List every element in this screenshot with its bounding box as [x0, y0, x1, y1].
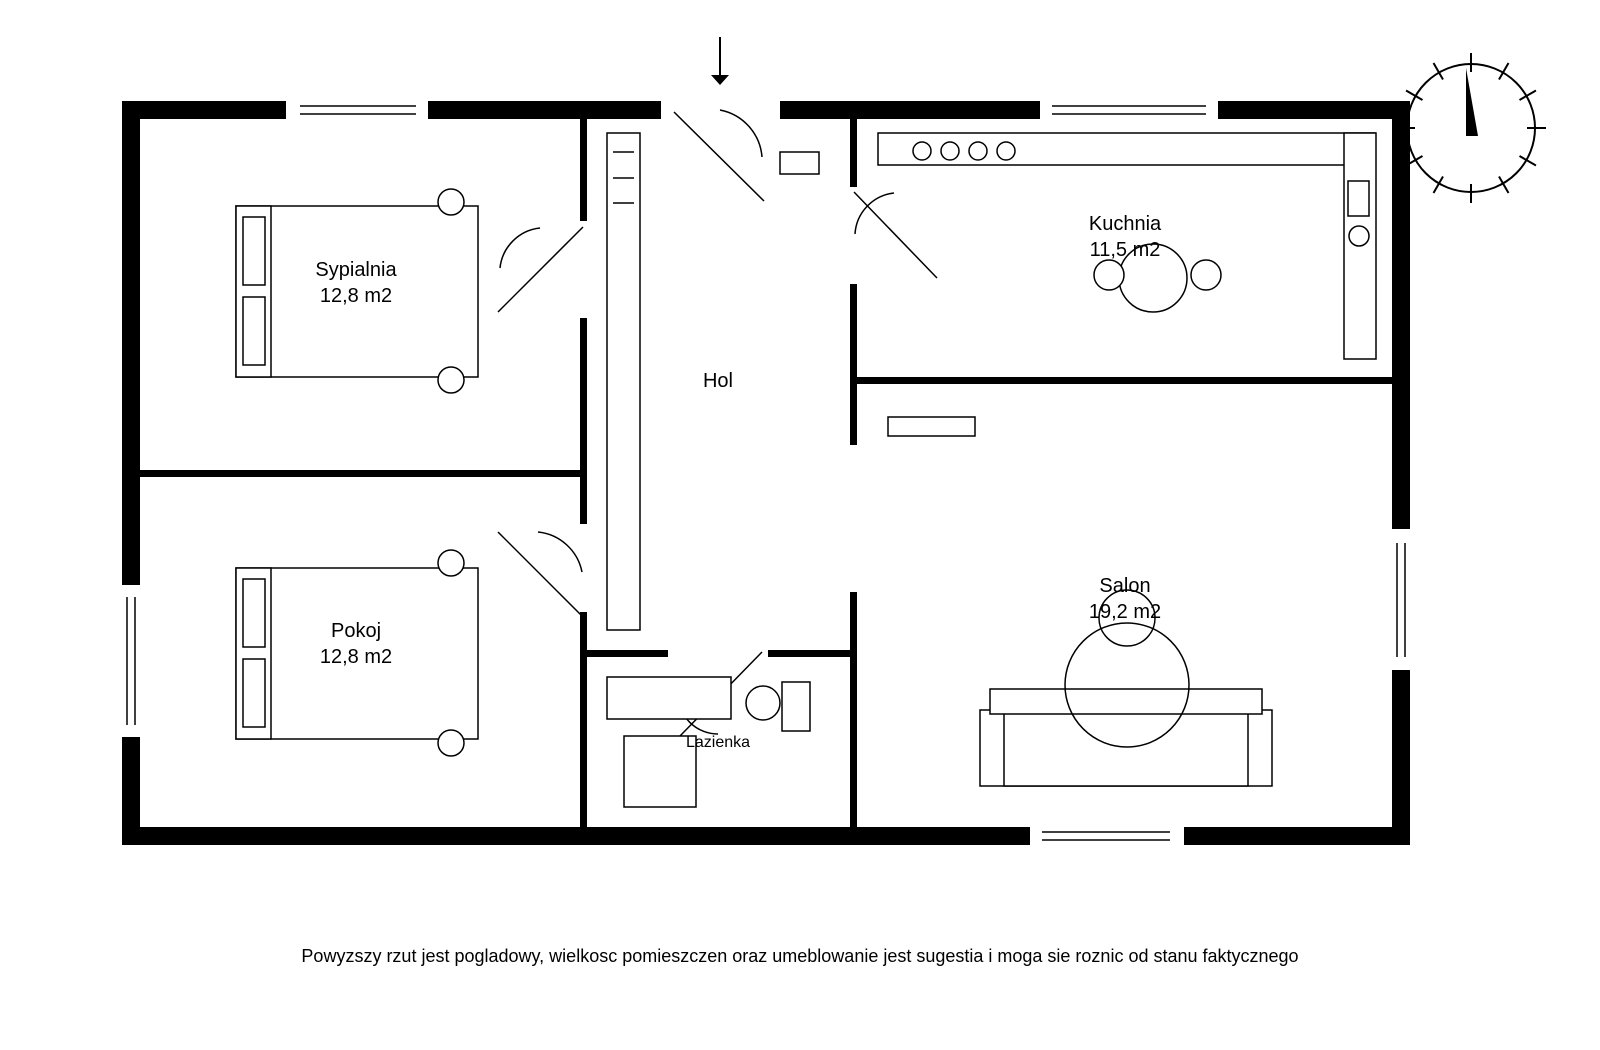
stove-burner [940, 141, 960, 161]
interior-walls [138, 119, 1396, 829]
room-name-kuchnia: Kuchnia [1089, 213, 1162, 235]
window-right [1396, 543, 1406, 657]
disclaimer-text: Powyzszy rzut jest pogladowy, wielkosc p… [301, 946, 1299, 966]
shower [623, 735, 697, 808]
compass-tick [1405, 155, 1424, 167]
room-area-kuchnia: 11,5 m2 [1090, 239, 1161, 261]
toilet [781, 681, 811, 732]
room-name-salon: Salon [1099, 575, 1150, 597]
furniture [235, 132, 1377, 808]
sink-drain [1348, 225, 1370, 247]
sypialnia-bed [235, 188, 479, 394]
compass-tick [1518, 155, 1537, 167]
hol-wardrobe [606, 132, 641, 631]
hol-cabinet [779, 151, 820, 175]
room-area-sypialnia: 12,8 m2 [320, 285, 392, 307]
sypialnia-door [497, 226, 584, 313]
compass-tick [1518, 89, 1537, 101]
kitchen-counter [877, 132, 1377, 360]
pokoj-bed [235, 549, 479, 757]
doors [497, 109, 938, 737]
windows [126, 105, 1406, 841]
bathtub [606, 676, 732, 720]
stove-burner [968, 141, 988, 161]
room-labels: Sypialnia 12,8 m2 Pokoj 12,8 m2 Hol Kuch… [315, 213, 1162, 751]
salon-sofa [979, 688, 1273, 787]
outer-walls [122, 101, 1410, 845]
kuchnia-door [853, 191, 938, 279]
compass-tick [1498, 62, 1510, 81]
entrance-door [673, 109, 765, 202]
window-left [126, 597, 136, 725]
window-bottom [1042, 831, 1170, 841]
room-name-sypialnia: Sypialnia [315, 259, 397, 281]
room-name-hol: Hol [703, 370, 733, 392]
room-area-pokoj: 12,8 m2 [320, 646, 392, 668]
compass-icon [1396, 53, 1546, 203]
compass-tick [1432, 62, 1444, 81]
stove-burner [912, 141, 932, 161]
washbasin [745, 685, 781, 721]
compass-tick [1498, 175, 1510, 194]
pokoj-door [497, 531, 584, 618]
sink [1347, 180, 1370, 217]
window-top-right [1052, 105, 1206, 115]
salon-shelf [887, 416, 976, 437]
room-name-lazienka: Lazienka [686, 734, 750, 751]
room-name-pokoj: Pokoj [331, 620, 381, 642]
compass-tick [1405, 89, 1424, 101]
stove-burner [996, 141, 1016, 161]
room-area-salon: 19,2 m2 [1089, 601, 1161, 623]
compass-tick [1432, 175, 1444, 194]
salon-table [1064, 589, 1190, 748]
window-top-left [300, 105, 416, 115]
arrow-down-icon [711, 37, 729, 85]
bathroom-fixtures [606, 676, 811, 808]
kitchen-table [1093, 243, 1222, 313]
